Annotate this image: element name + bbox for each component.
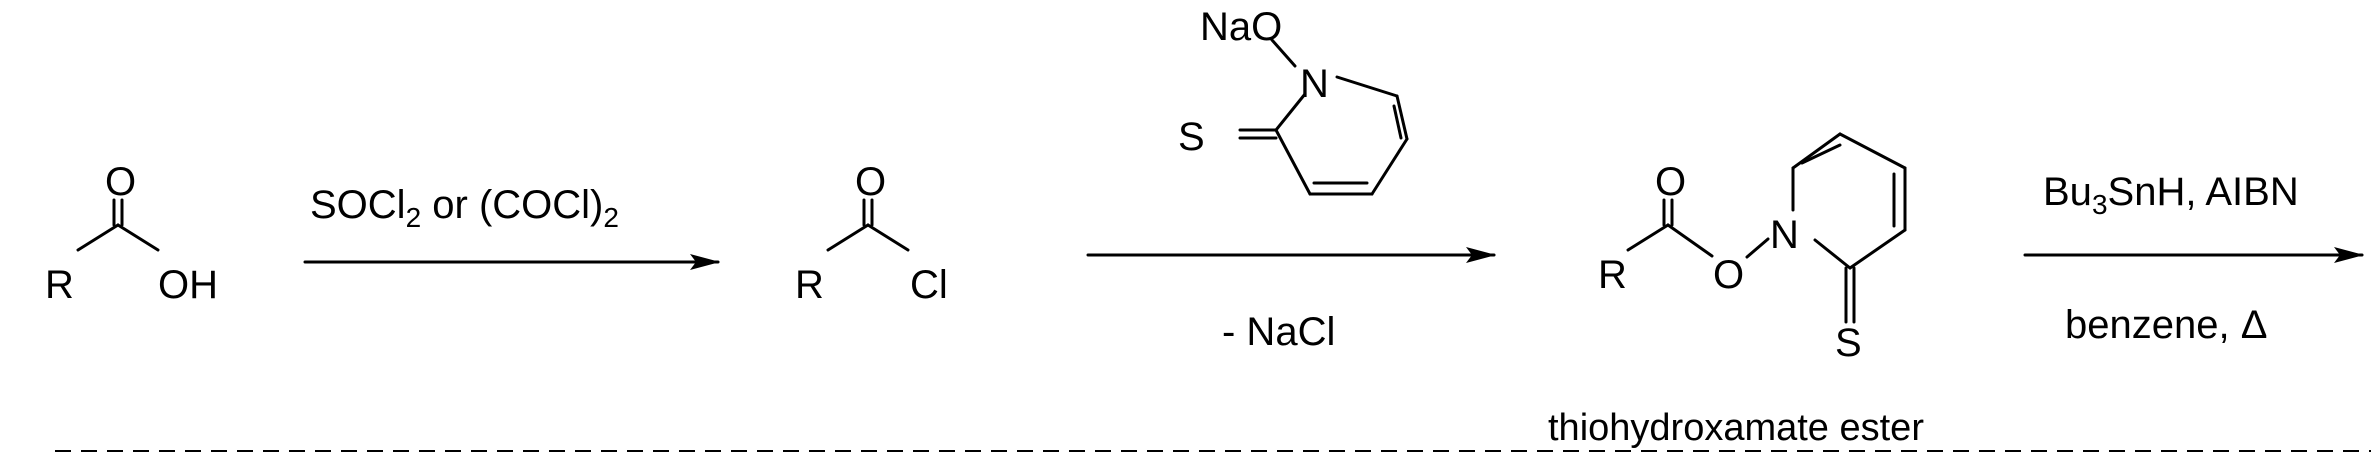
atom-n: N [1770, 213, 1799, 257]
reagent-step3-top: Bu3SnH, AIBN [2043, 170, 2299, 220]
reagent-step3-bottom: benzene, Δ [2065, 303, 2267, 347]
atom-r: R [1598, 253, 1627, 297]
atom-o: O [1713, 253, 1744, 297]
atom-o: O [105, 160, 136, 204]
reagent-step1: SOCl2 or (COCl)2 [310, 183, 619, 233]
atom-o: O [1655, 160, 1686, 204]
carboxylic-acid [76, 198, 160, 252]
atom-s: S [1835, 321, 1862, 365]
thiohydroxamate-ester [1626, 132, 1907, 324]
atom-n: N [1300, 62, 1329, 106]
sodium-thiopyridinone [1238, 38, 1409, 196]
atom-s: S [1178, 115, 1205, 159]
atom-oh: OH [158, 263, 218, 307]
atom-cl: Cl [910, 263, 948, 307]
atom-r: R [45, 263, 74, 307]
caption-thiohydroxamate-ester: thiohydroxamate ester [1548, 407, 1924, 449]
atom-r: R [795, 263, 824, 307]
acyl-chloride [826, 198, 910, 252]
atom-o: O [855, 160, 886, 204]
atom-nao: NaO [1200, 5, 1282, 49]
reagent-step2-byproduct: - NaCl [1222, 310, 1335, 354]
